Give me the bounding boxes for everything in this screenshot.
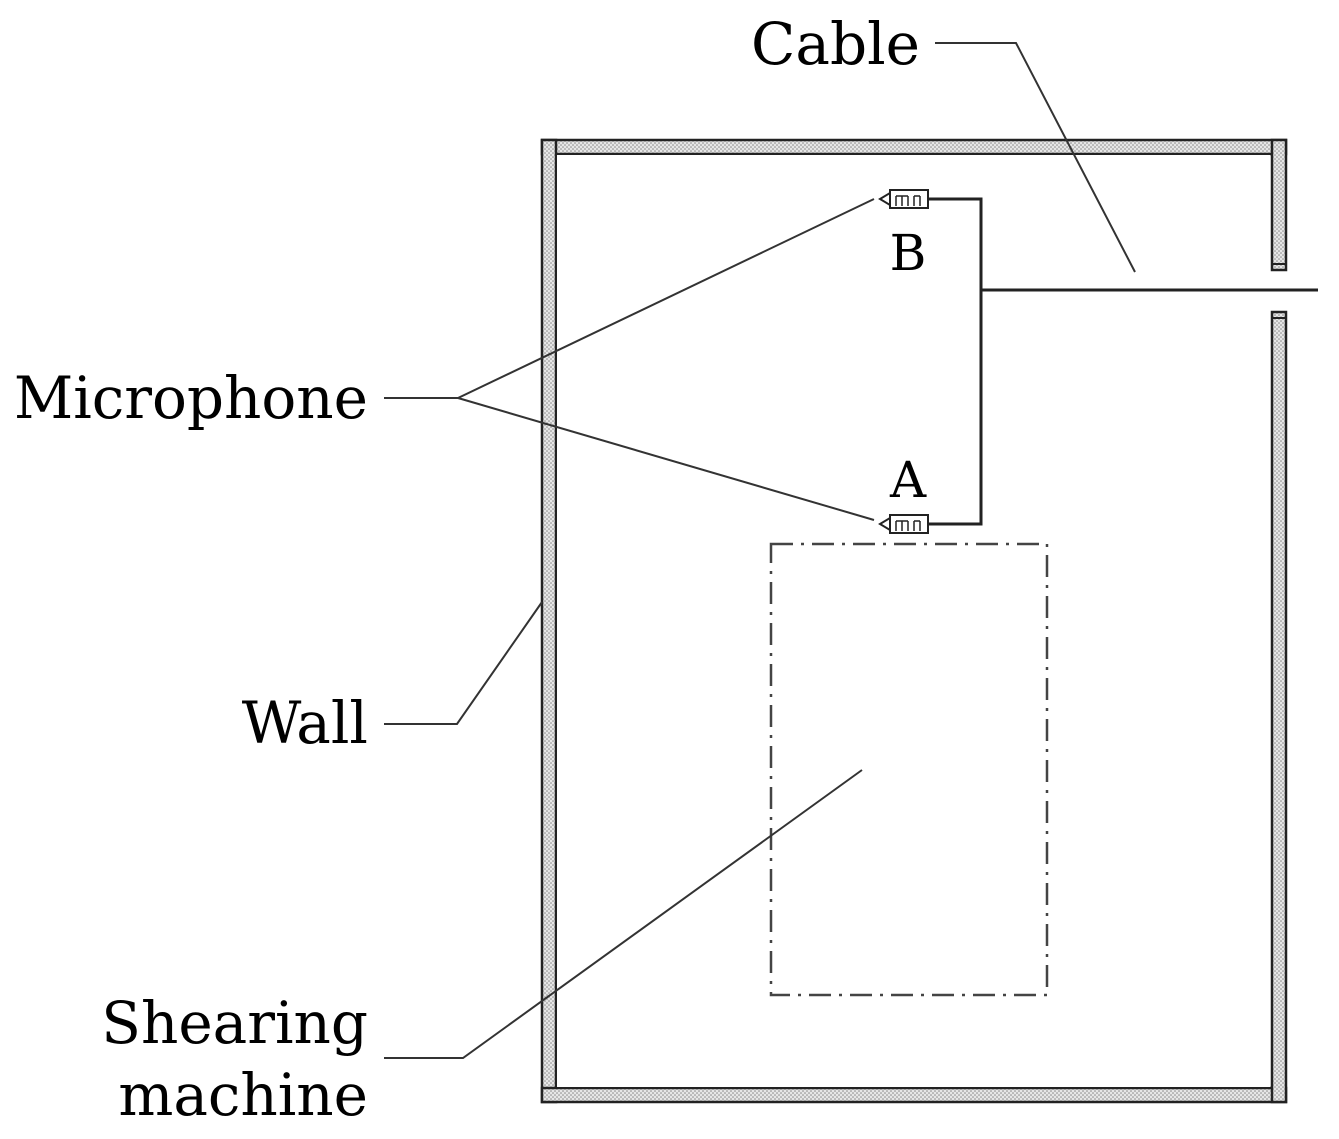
microphone-b: [878, 189, 929, 209]
wall-leader-line: [384, 601, 543, 725]
shearing-machine-label-line1: Shearing: [101, 989, 368, 1057]
microphone-a: [878, 514, 929, 534]
wall-label: Wall: [242, 689, 368, 757]
wall: [540, 138, 1288, 1104]
microphone-label: Microphone: [14, 364, 368, 432]
cable-wiring: [928, 197, 1318, 526]
mic-b-label: B: [890, 224, 927, 282]
microphone-leader-a: [457, 397, 875, 521]
shearing-machine-leader-line: [384, 769, 863, 1059]
cable-label: Cable: [751, 10, 920, 78]
shearing-machine-label-line2: machine: [118, 1061, 368, 1129]
shearing-machine-outline: [769, 542, 1049, 997]
mic-a-label: A: [889, 451, 927, 509]
cable-leader-line: [935, 42, 1136, 273]
